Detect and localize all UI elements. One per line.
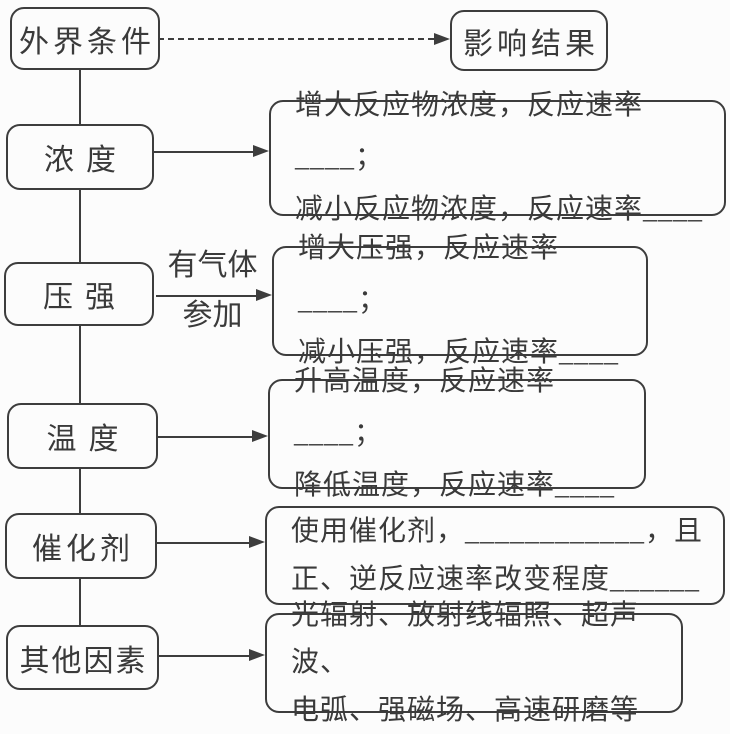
result-text-line: 减小压强，反应速率____	[298, 336, 620, 368]
factor-label: 催化剂	[32, 533, 134, 566]
arrow-shaft	[154, 151, 254, 153]
factor-label: 其他因素	[19, 644, 148, 678]
factor-label: 压强	[43, 281, 127, 314]
arrow-shaft	[159, 655, 250, 657]
result-text-line: 增大反应物浓度，反应速率____；	[295, 90, 644, 174]
result-text-line: 减小反应物浓度，反应速率____	[295, 193, 704, 225]
result-text-line: 光辐射、放射线辐照、超声波、	[291, 599, 640, 679]
factor-label: 温度	[46, 423, 131, 456]
result-text-line: 电弧、强磁场、高速研磨等	[291, 694, 640, 726]
dashed-arrow-shaft	[158, 38, 434, 42]
arrowhead-icon	[434, 33, 450, 45]
result-box-other-factors: 光辐射、放射线辐照、超声波、 电弧、强磁场、高速研磨等	[265, 600, 683, 726]
result-text-line: 升高温度，反应速率____；	[294, 366, 556, 450]
result-box-concentration: 增大反应物浓度，反应速率____； 减小反应物浓度，反应速率____	[269, 90, 726, 225]
factor-box-pressure: 压强	[4, 262, 154, 326]
factor-box-catalyst: 催化剂	[5, 513, 157, 579]
result-text-line: 增大压强，反应速率____；	[298, 233, 560, 317]
result-box-catalyst: 使用催化剂，____________，且 正、逆反应速率改变程度______	[265, 506, 725, 605]
arrowhead-icon	[252, 430, 268, 442]
arrowhead-icon	[253, 145, 269, 157]
arrow-label-participate: 参加	[182, 299, 243, 332]
result-box-pressure: 增大压强，反应速率____； 减小压强，反应速率____	[272, 233, 648, 368]
arrowhead-icon	[249, 649, 265, 661]
factor-box-temperature: 温度	[7, 403, 158, 469]
influence-result-box: 影响结果	[450, 10, 608, 71]
factor-label: 浓度	[44, 144, 128, 177]
connector-line	[79, 469, 81, 513]
external-condition-box: 外界条件	[10, 7, 160, 70]
factor-box-concentration: 浓度	[6, 124, 154, 190]
arrow-shaft	[157, 542, 250, 544]
result-box-temperature: 升高温度，反应速率____； 降低温度，反应速率____	[268, 366, 646, 501]
arrowhead-icon	[256, 289, 272, 301]
result-text-line: 正、逆反应速率改变程度______	[291, 563, 701, 595]
result-text-line: 使用催化剂，____________，且	[291, 515, 704, 547]
factor-box-other-factors: 其他因素	[6, 625, 159, 690]
connector-line	[79, 190, 81, 262]
arrow-label-gas: 有气体	[167, 249, 258, 282]
connector-line	[79, 579, 81, 625]
influence-result-label: 影响结果	[463, 27, 599, 61]
connector-line	[79, 70, 81, 125]
connector-line	[79, 326, 81, 403]
arrowhead-icon	[249, 536, 265, 548]
arrow-shaft	[156, 295, 257, 297]
result-text-line: 降低温度，反应速率____	[294, 469, 616, 501]
arrow-shaft	[158, 436, 253, 438]
external-condition-label: 外界条件	[19, 25, 155, 59]
